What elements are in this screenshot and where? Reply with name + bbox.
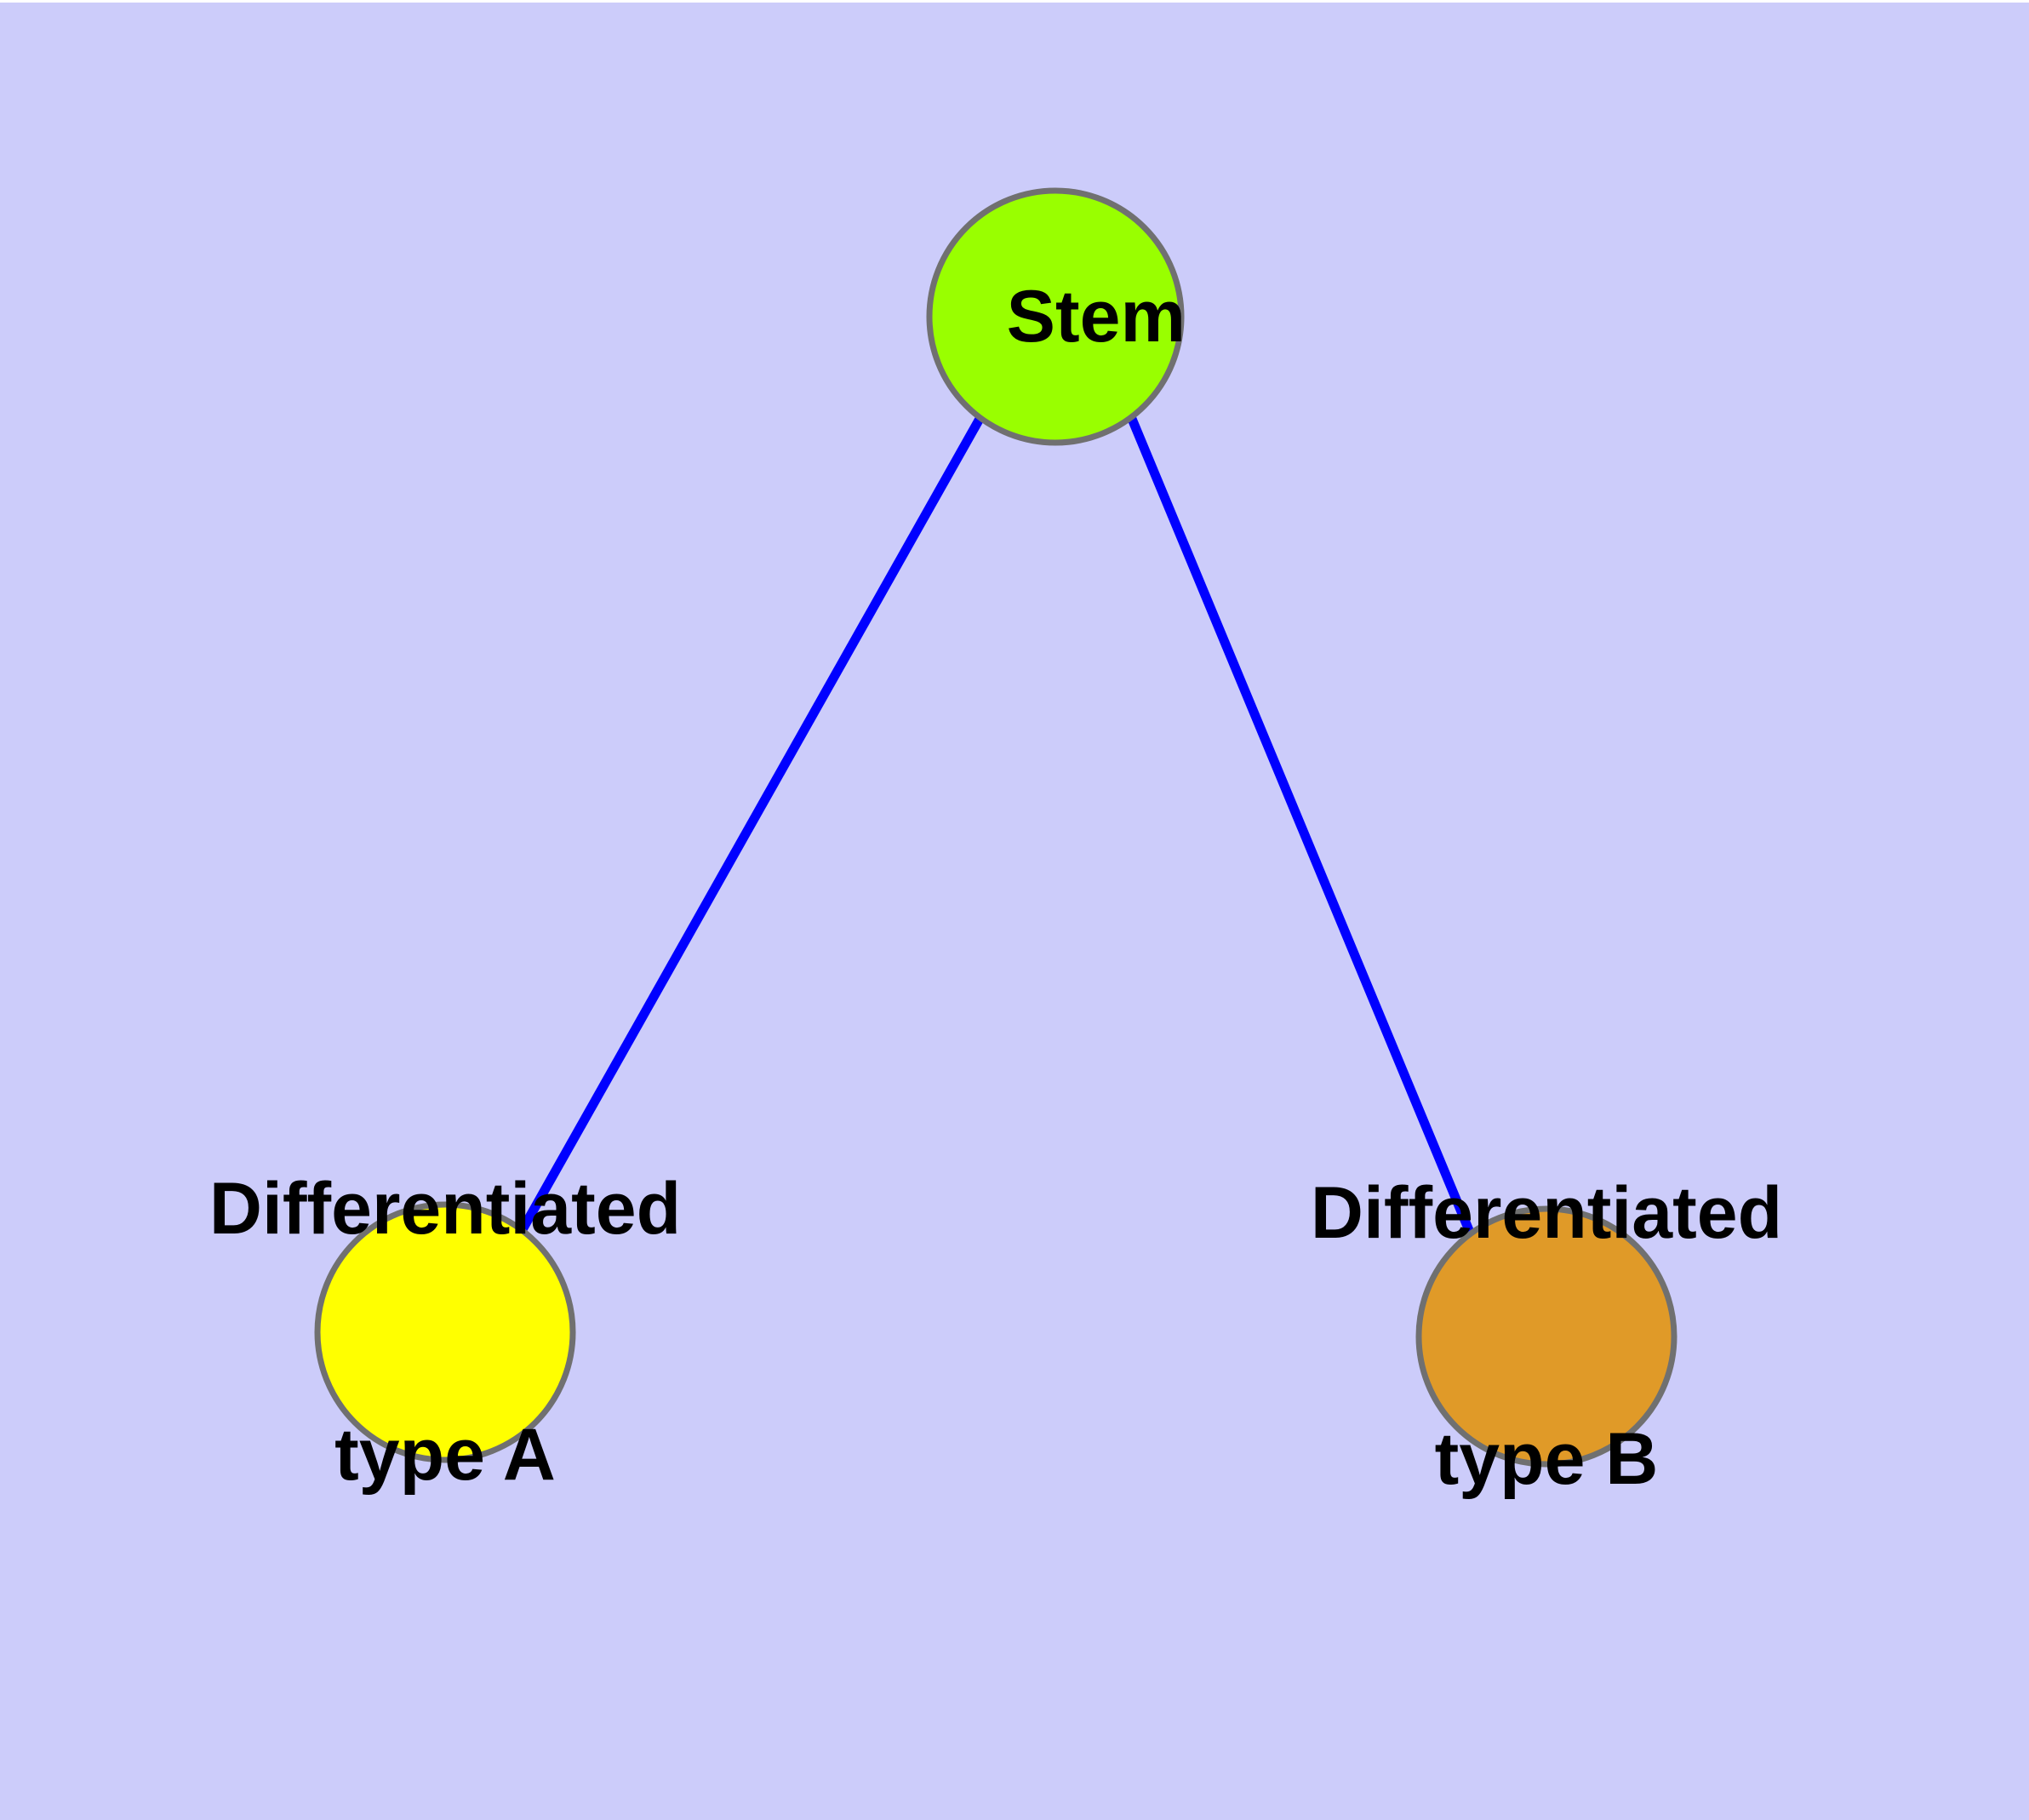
node-differentiated-type-b[interactable] [1415, 1205, 1677, 1468]
node-differentiated-type-a[interactable] [314, 1201, 576, 1463]
edges-group [517, 416, 1476, 1237]
edge-stem-to-type-a[interactable] [517, 416, 984, 1233]
node-stem[interactable] [926, 187, 1185, 446]
nodes-group [314, 187, 1677, 1468]
edge-stem-to-type-b[interactable] [1127, 416, 1476, 1237]
